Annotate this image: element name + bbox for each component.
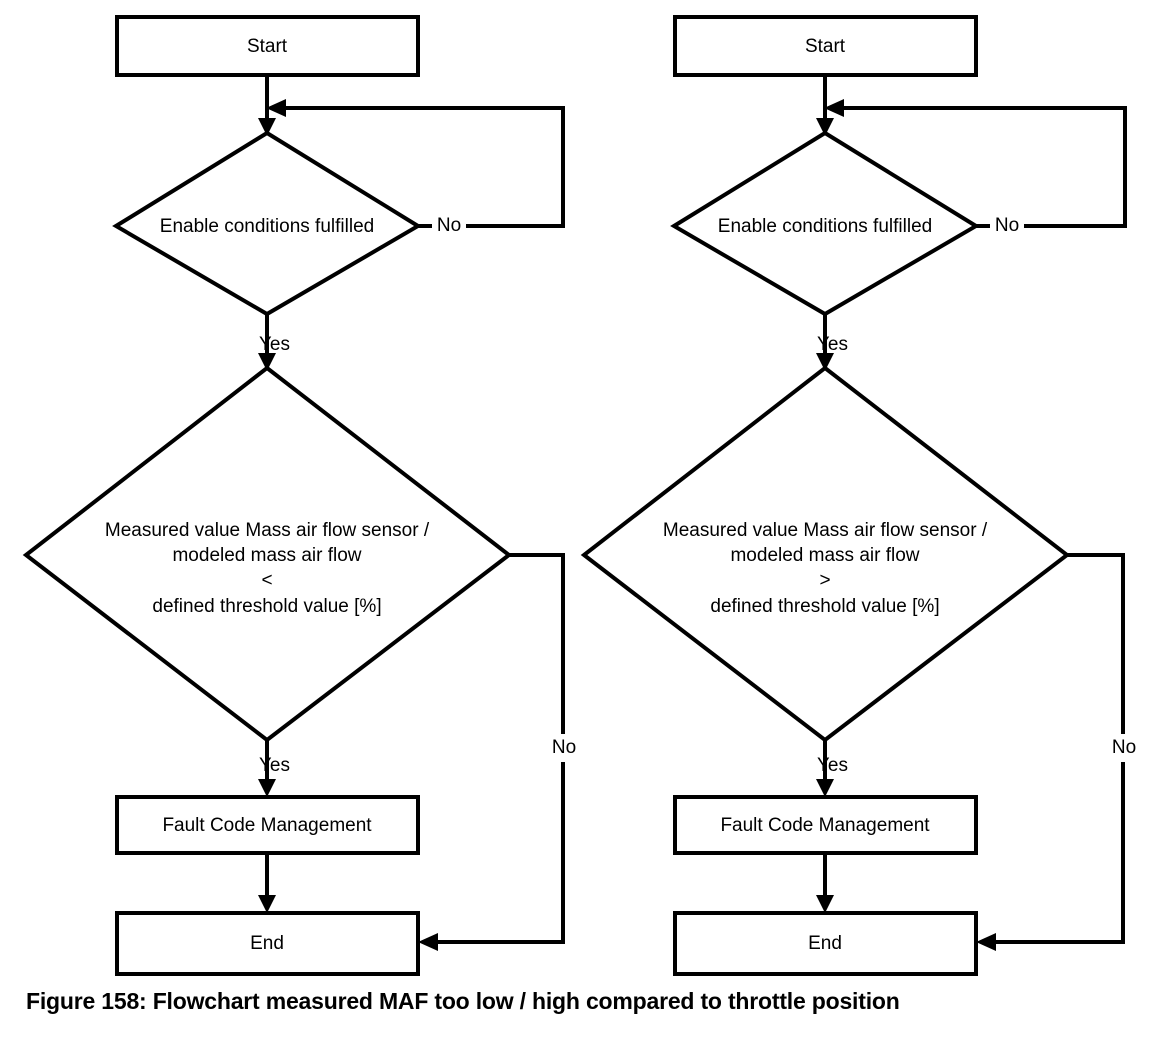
arrowhead-start-to-enable-right	[816, 118, 834, 136]
branch-label-enable-yes-left: Yes	[259, 334, 290, 355]
node-end-right-label: End	[808, 933, 842, 954]
arrowhead-fcm-to-end-left	[258, 895, 276, 913]
branch-label-bg-enable-no-right	[990, 212, 1024, 238]
node-compare-left-line4: defined threshold value [%]	[152, 596, 381, 617]
flow-column-left: Start Enable conditions fulfilled No Yes…	[22, 15, 582, 976]
node-end-left[interactable]	[115, 911, 420, 976]
branch-label-enable-no-left: No	[437, 215, 461, 236]
arrowhead-compare-yes-right	[816, 779, 834, 797]
branch-label-bg-compare-no-left	[546, 734, 582, 762]
arrowhead-enable-yes-left	[258, 353, 276, 371]
arrowhead-enable-no-right	[824, 99, 844, 117]
branch-label-enable-yes-right: Yes	[817, 334, 848, 355]
branch-label-enable-no-right: No	[995, 215, 1019, 236]
branch-label-compare-no-right: No	[1112, 737, 1136, 758]
branch-label-compare-no-left: No	[552, 737, 576, 758]
figure-caption: Figure 158: Flowchart measured MAF too l…	[26, 988, 900, 1014]
node-fault-code-management-right[interactable]	[673, 795, 978, 855]
branch-label-bg-enable-no-left	[432, 212, 466, 238]
node-enable-left-label: Enable conditions fulfilled	[160, 216, 374, 237]
branch-label-bg-compare-no-right	[1106, 734, 1142, 762]
node-compare-right-line1: Measured value Mass air flow sensor /	[663, 520, 988, 541]
node-start-left-label: Start	[247, 36, 288, 57]
node-fault-code-management-left-label: Fault Code Management	[162, 815, 372, 836]
node-end-left-label: End	[250, 933, 284, 954]
node-compare-left-line3: <	[261, 570, 272, 591]
node-compare-right-line2: modeled mass air flow	[730, 545, 919, 566]
arrowhead-enable-yes-right	[816, 353, 834, 371]
node-compare-left-line1: Measured value Mass air flow sensor /	[105, 520, 430, 541]
node-start-right-label: Start	[805, 36, 846, 57]
node-start-right[interactable]	[673, 15, 978, 77]
arrowhead-start-to-enable-left	[258, 118, 276, 136]
arrowhead-enable-no-left	[266, 99, 286, 117]
node-enable-right-label: Enable conditions fulfilled	[718, 216, 932, 237]
node-end-right[interactable]	[673, 911, 978, 976]
arrowhead-compare-yes-left	[258, 779, 276, 797]
branch-label-compare-yes-left: Yes	[259, 755, 290, 776]
node-compare-left-line2: modeled mass air flow	[172, 545, 361, 566]
branch-label-compare-yes-right: Yes	[817, 755, 848, 776]
node-compare-right-line4: defined threshold value [%]	[710, 596, 939, 617]
flow-column-right: Start Enable conditions fulfilled No Yes…	[580, 15, 1142, 976]
arrowhead-fcm-to-end-right	[816, 895, 834, 913]
arrowhead-compare-no-right	[976, 933, 996, 951]
node-fault-code-management-right-label: Fault Code Management	[720, 815, 930, 836]
node-compare-right-line3: >	[819, 570, 830, 591]
arrowhead-compare-no-left	[418, 933, 438, 951]
